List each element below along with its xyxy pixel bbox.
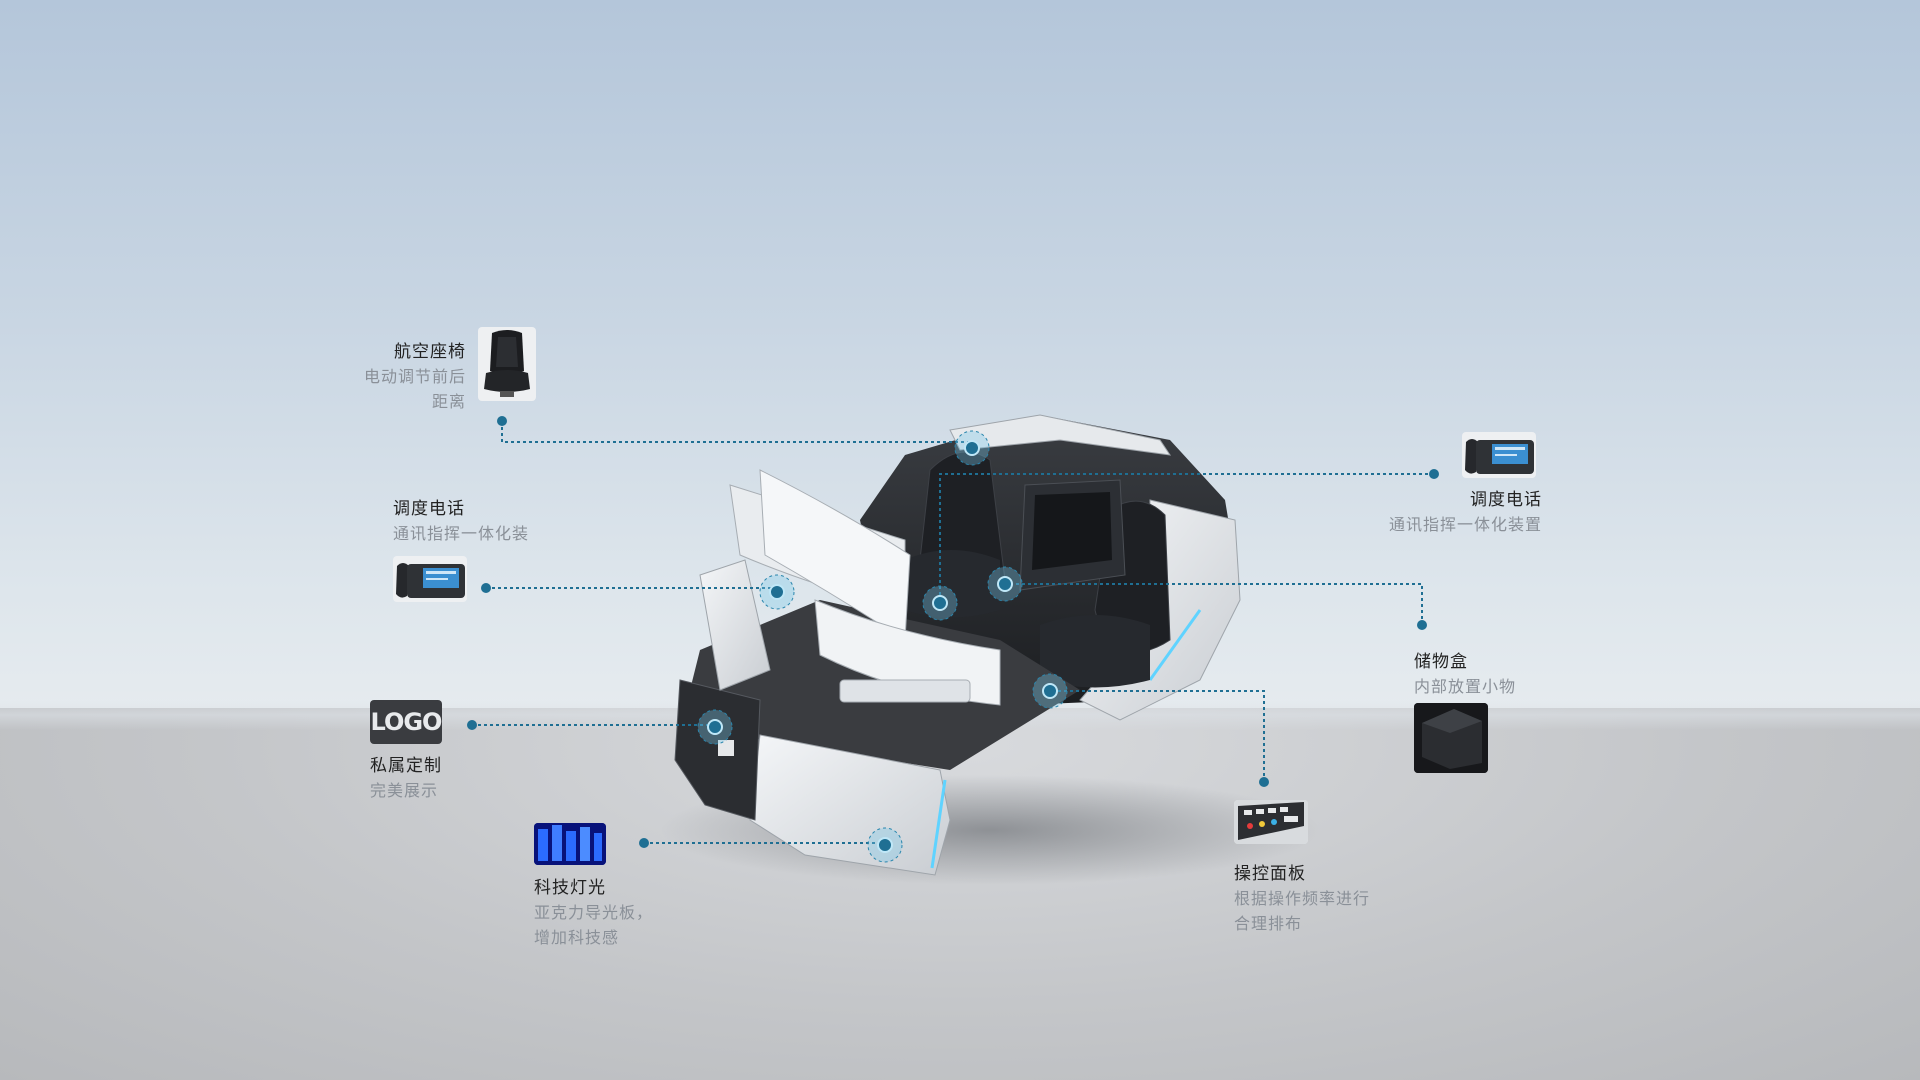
callout-storage-desc-1: 内部放置小物 xyxy=(1414,677,1517,696)
callout-storage: 储物盒 内部放置小物 xyxy=(1414,650,1574,699)
callout-light-title: 科技灯光 xyxy=(534,878,606,898)
hotspot-panel xyxy=(1032,673,1068,709)
callout-storage-title: 储物盒 xyxy=(1414,652,1468,672)
logo-thumb-text: LOGO xyxy=(370,708,442,736)
left-pillar xyxy=(699,559,771,691)
hotspots xyxy=(697,430,1068,863)
callout-panel: 操控面板 根据操作频率进行 合理排布 xyxy=(1234,862,1434,936)
leader-phone-right xyxy=(939,473,1434,600)
monitor-front xyxy=(814,599,1001,706)
monitor-mid xyxy=(759,469,911,641)
callout-panel-desc-2: 合理排布 xyxy=(1234,914,1303,933)
hotspot-logo xyxy=(697,709,733,745)
light-panel-icon xyxy=(534,823,606,865)
callout-seat-desc-2: 距离 xyxy=(431,392,466,411)
cockpit-top-cap xyxy=(949,414,1172,456)
hotspot-phone-left xyxy=(759,574,795,610)
callout-phone-right-title: 调度电话 xyxy=(1470,490,1542,510)
leader-panel xyxy=(1050,690,1265,782)
hotspot-seat xyxy=(954,430,990,466)
callout-logo-desc-1: 完美展示 xyxy=(370,781,439,800)
callout-panel-title: 操控面板 xyxy=(1234,864,1306,884)
callout-phone-left-title: 调度电话 xyxy=(393,499,465,519)
keyboard-tray xyxy=(839,679,971,703)
aviation-seat-left xyxy=(905,451,1006,618)
hotspot-storage xyxy=(987,566,1023,602)
callout-seat-title: 航空座椅 xyxy=(394,342,466,362)
callout-seat: 航空座椅 电动调节前后 距离 xyxy=(300,340,466,414)
floor xyxy=(0,708,1920,1080)
leader-seat xyxy=(501,421,973,448)
leader-storage xyxy=(1005,583,1423,625)
callout-phone-right: 调度电话 通讯指挥一体化装置 xyxy=(1336,488,1542,537)
console-screen xyxy=(1032,492,1112,570)
storage-box-icon xyxy=(1414,703,1488,773)
front-light-strip xyxy=(930,779,947,869)
logo-badge xyxy=(718,740,734,756)
callout-light-desc-2: 增加科技感 xyxy=(534,928,620,947)
callout-phone-left: 调度电话 通讯指挥一体化装 xyxy=(393,497,593,546)
hotspot-light xyxy=(867,827,903,863)
control-panel-icon xyxy=(1234,800,1308,844)
callout-light: 科技灯光 亚克力导光板， 增加科技感 xyxy=(534,876,714,950)
seat-icon xyxy=(478,327,536,401)
callout-logo-title: 私属定制 xyxy=(370,756,442,776)
callout-phone-left-desc-1: 通讯指挥一体化装 xyxy=(393,524,530,543)
leader-dots xyxy=(467,416,1439,848)
callout-seat-desc-1: 电动调节前后 xyxy=(363,367,466,386)
logo-thumb: LOGO xyxy=(370,700,442,744)
front-lower-panel xyxy=(749,734,951,876)
phone-icon-right xyxy=(1462,432,1536,478)
callout-phone-right-desc-1: 通讯指挥一体化装置 xyxy=(1388,515,1542,534)
callout-panel-desc-1: 根据操作频率进行 xyxy=(1234,889,1371,908)
phone-icon xyxy=(393,556,467,602)
logo-base-panel xyxy=(674,679,761,821)
callout-light-desc-1: 亚克力导光板， xyxy=(534,903,654,922)
hotspot-phone-right xyxy=(922,585,958,621)
callout-logo: 私属定制 完美展示 xyxy=(370,754,510,803)
side-light-strip xyxy=(1148,609,1202,681)
